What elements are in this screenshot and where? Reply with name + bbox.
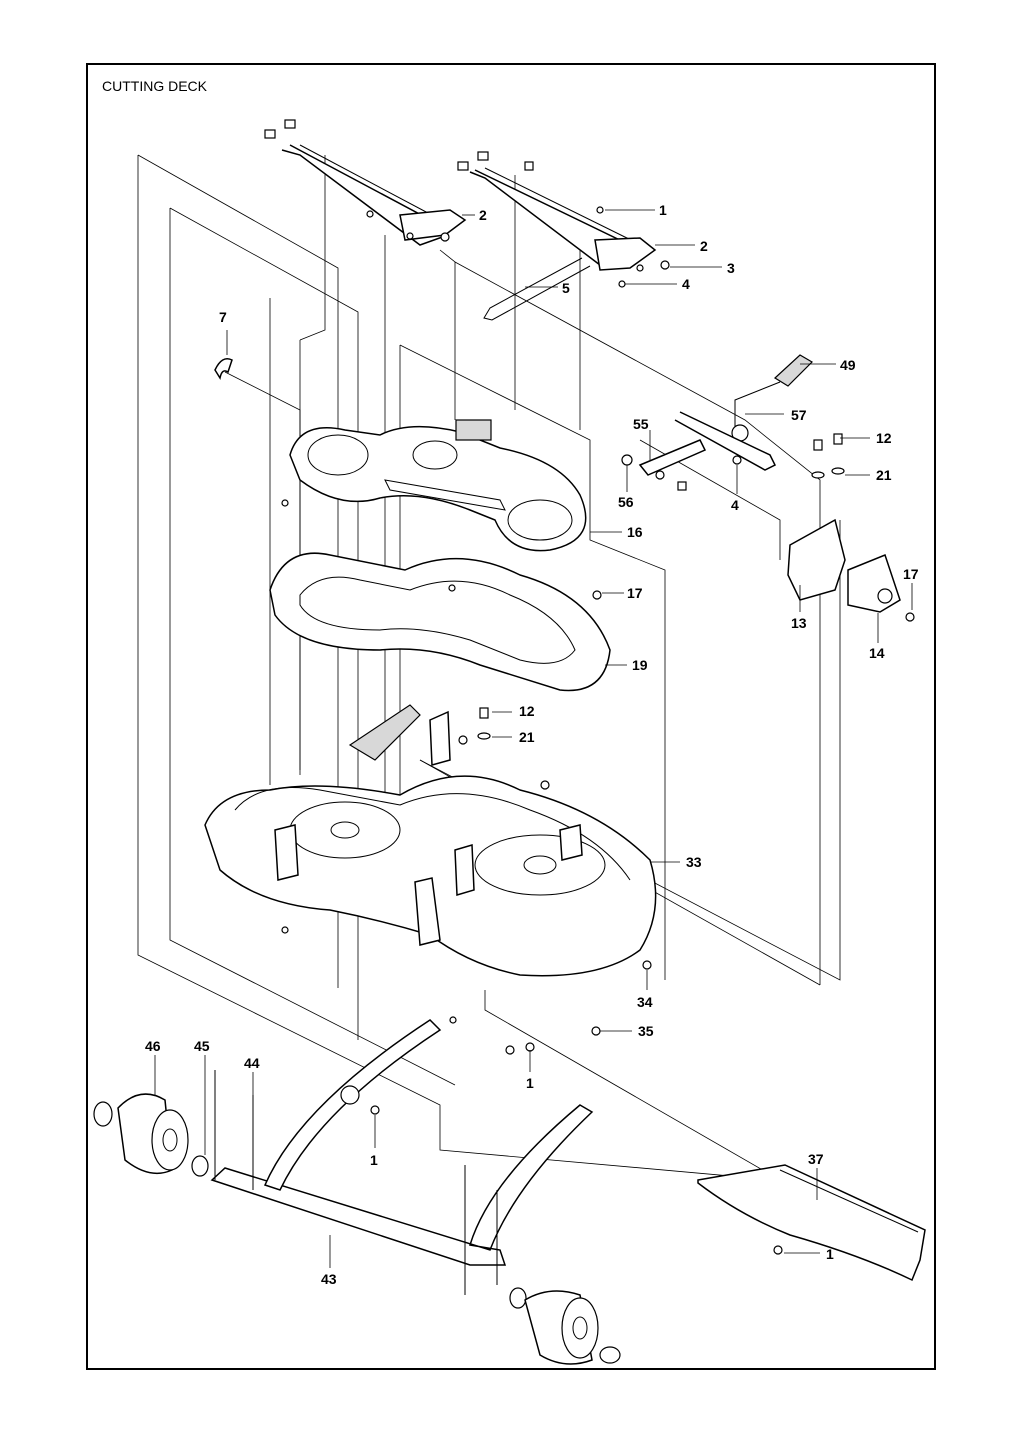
- callout-21: 21: [519, 729, 535, 745]
- callout-37: 37: [808, 1151, 824, 1167]
- belt-guard: [269, 499, 611, 692]
- callout-35: 35: [638, 1023, 654, 1039]
- callout-14: 14: [869, 645, 885, 661]
- page-title: CUTTING DECK: [102, 78, 207, 94]
- callout-33: 33: [686, 854, 702, 870]
- callout-17: 17: [903, 566, 919, 582]
- callout-2: 2: [700, 238, 708, 254]
- callout-57: 57: [791, 407, 807, 423]
- callout-3: 3: [727, 260, 735, 276]
- callout-1: 1: [659, 202, 667, 218]
- callout-12: 12: [876, 430, 892, 446]
- callout-13: 13: [791, 615, 807, 631]
- belt-cover: [289, 419, 587, 552]
- callout-43: 43: [321, 1271, 337, 1287]
- callout-5: 5: [562, 280, 570, 296]
- callout-2: 2: [479, 207, 487, 223]
- callout-17: 17: [627, 585, 643, 601]
- wheel-right: [509, 1287, 621, 1365]
- callout-1: 1: [826, 1246, 834, 1262]
- callout-16: 16: [627, 524, 643, 540]
- callout-4: 4: [682, 276, 690, 292]
- callout-1: 1: [526, 1075, 534, 1091]
- callout-19: 19: [632, 657, 648, 673]
- lift-link-left: [264, 119, 467, 246]
- callout-44: 44: [244, 1055, 260, 1071]
- callout-12: 12: [519, 703, 535, 719]
- callout-46: 46: [145, 1038, 161, 1054]
- callout-34: 34: [637, 994, 653, 1010]
- callout-45: 45: [194, 1038, 210, 1054]
- callout-55: 55: [633, 416, 649, 432]
- lift-rod: [483, 257, 591, 321]
- leader-lines: [154, 209, 913, 1268]
- callout-7: 49: [840, 357, 856, 373]
- clip-part: [214, 358, 233, 380]
- front-axle: [210, 1019, 594, 1295]
- lift-link-right: [457, 151, 670, 288]
- cutting-deck: [204, 704, 657, 1055]
- callout-56: 56: [618, 494, 634, 510]
- callout-49: 7: [219, 309, 227, 325]
- chute-deflector: [697, 1164, 926, 1282]
- callout-21: 21: [876, 467, 892, 483]
- diagram-frame: [86, 63, 936, 1370]
- callout-labels: 1 2 2 3 4 5 7 49 57 55 12 21 56 4 16 17 …: [145, 202, 919, 1287]
- height-lever-assembly: [621, 354, 915, 622]
- wheel-left: [93, 1093, 209, 1177]
- callout-4: 4: [731, 497, 739, 513]
- callout-1: 1: [370, 1152, 378, 1168]
